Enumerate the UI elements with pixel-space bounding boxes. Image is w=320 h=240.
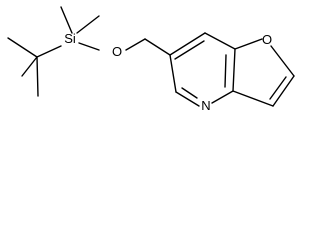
canvas-background — [0, 0, 312, 126]
tert-butyl-group — [7, 37, 62, 97]
methylene-to-ring-bond — [144, 38, 171, 56]
ring-bond-c3a-n — [211, 90, 234, 104]
silicon-atom-label: Si — [64, 31, 76, 46]
pyridine-nitrogen-atom-label: N — [201, 98, 210, 113]
ether-oxygen-atom-label: O — [112, 44, 122, 59]
methyl-bond-left — [7, 37, 38, 58]
ring-double-bond-c2-c3 — [269, 76, 287, 100]
ring-double-bond-c7a-c3a — [224, 54, 227, 88]
ring-bond-c7a-c3a — [232, 48, 236, 92]
ring-bond-c5-c6 — [169, 54, 177, 93]
ring-bond-n-c5 — [175, 91, 200, 107]
ring-bond-c7-c7a — [204, 32, 236, 50]
pyridine-ring — [169, 32, 236, 107]
ring-bond-c2-c3 — [272, 75, 295, 107]
furan-ring — [232, 38, 295, 107]
oxygen-to-methylene-bond — [125, 38, 146, 51]
ring-double-bond-c6-c7 — [174, 40, 205, 60]
si-methyl-bond-right — [76, 15, 100, 34]
methyl-bond-lower-left — [21, 56, 38, 77]
ring-bond-o-c2 — [270, 45, 295, 77]
ring-bond-c6-c7 — [169, 32, 206, 56]
si-to-oxygen-bond — [78, 42, 100, 51]
ring-bond-c3-c3a — [232, 90, 274, 107]
ring-bond-c7a-o — [234, 38, 263, 50]
ring-double-bond-n-c5 — [181, 87, 198, 99]
quaternary-carbon-to-silicon-bond — [36, 45, 62, 58]
linker — [125, 38, 171, 56]
methyl-bond-down — [36, 56, 39, 97]
silyl-group — [60, 6, 100, 51]
molecule-structure: Si O O N — [0, 0, 312, 126]
si-methyl-bond-up — [60, 6, 73, 34]
furan-oxygen-atom-label: O — [262, 32, 272, 47]
